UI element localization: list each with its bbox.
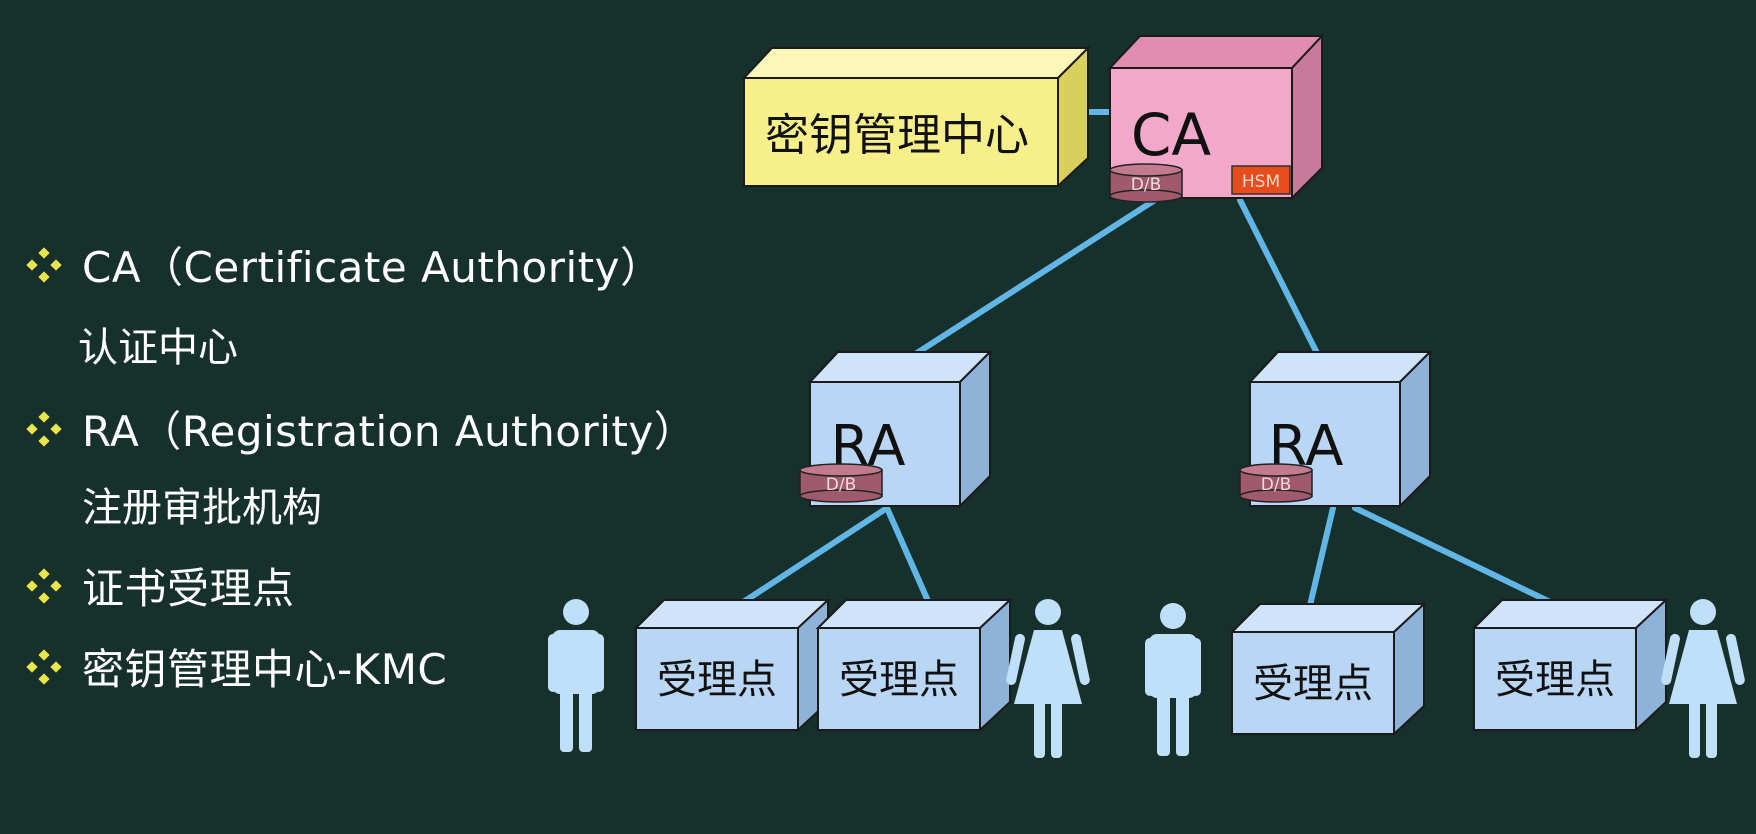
database-icon: D/B bbox=[1239, 463, 1313, 503]
ca-box: CA D/B HSM bbox=[1107, 33, 1325, 203]
acceptance-point-1: 受理点 bbox=[633, 597, 831, 733]
hsm-label: HSM bbox=[1242, 172, 1280, 192]
connector-ca-ra-right bbox=[1237, 197, 1326, 368]
connector-ra-left-point-2 bbox=[884, 505, 935, 613]
ra-box-right: RA D/B bbox=[1239, 349, 1433, 509]
ra-left-db-label: D/B bbox=[826, 475, 856, 495]
bullet-subtitle-ca: 认证中心 bbox=[78, 325, 238, 371]
bullet-title-ra: RA（Registration Authority） bbox=[82, 407, 697, 456]
bullet-item-acceptance: 证书受理点 bbox=[26, 555, 295, 616]
bullet-title-ca: CA（Certificate Authority） bbox=[82, 243, 663, 292]
connector-ca-ra-left bbox=[903, 197, 1158, 363]
acceptance-point-label: 受理点 bbox=[1253, 661, 1373, 707]
ra-box-left: RA D/B bbox=[799, 349, 993, 509]
person-female-icon bbox=[1006, 599, 1090, 758]
diamond-bullet-icon bbox=[26, 410, 62, 447]
person-female-icon bbox=[1661, 599, 1745, 758]
bullet-item-kmc: 密钥管理中心-KMC bbox=[26, 636, 447, 697]
database-icon: D/B bbox=[1109, 163, 1183, 203]
bullet-list: CA（Certificate Authority） 认证中心 RA（Regist… bbox=[0, 0, 700, 834]
connector-ra-left-point-1 bbox=[722, 505, 890, 617]
connector-ra-right-point-4 bbox=[1352, 505, 1578, 617]
acceptance-point-label: 受理点 bbox=[839, 657, 959, 703]
diamond-bullet-icon bbox=[26, 648, 62, 685]
acceptance-point-label: 受理点 bbox=[1495, 657, 1615, 703]
ca-db-label: D/B bbox=[1131, 175, 1161, 195]
diamond-bullet-icon bbox=[26, 246, 62, 283]
connector-ra-right-point-3 bbox=[1304, 505, 1336, 621]
acceptance-point-label: 受理点 bbox=[657, 657, 777, 703]
bullet-item-ra: RA（Registration Authority） bbox=[26, 398, 696, 459]
acceptance-point-3: 受理点 bbox=[1229, 601, 1427, 737]
database-icon: D/B bbox=[799, 463, 883, 503]
person-male-icon bbox=[548, 599, 604, 752]
hsm-module: HSM bbox=[1231, 165, 1291, 195]
bullet-item-ca: CA（Certificate Authority） bbox=[26, 234, 662, 295]
acceptance-point-4: 受理点 bbox=[1471, 597, 1669, 733]
bullet-title-acceptance: 证书受理点 bbox=[82, 564, 295, 613]
kmc-box: 密钥管理中心 bbox=[741, 45, 1091, 189]
ra-right-db-label: D/B bbox=[1261, 475, 1291, 495]
bullet-subtitle-ra: 注册审批机构 bbox=[82, 485, 322, 531]
ca-label: CA bbox=[1131, 101, 1211, 169]
bullet-title-kmc: 密钥管理中心-KMC bbox=[82, 645, 448, 694]
kmc-label: 密钥管理中心 bbox=[765, 110, 1029, 161]
person-male-icon bbox=[1145, 603, 1201, 756]
diamond-bullet-icon bbox=[26, 567, 62, 604]
acceptance-point-2: 受理点 bbox=[815, 597, 1013, 733]
